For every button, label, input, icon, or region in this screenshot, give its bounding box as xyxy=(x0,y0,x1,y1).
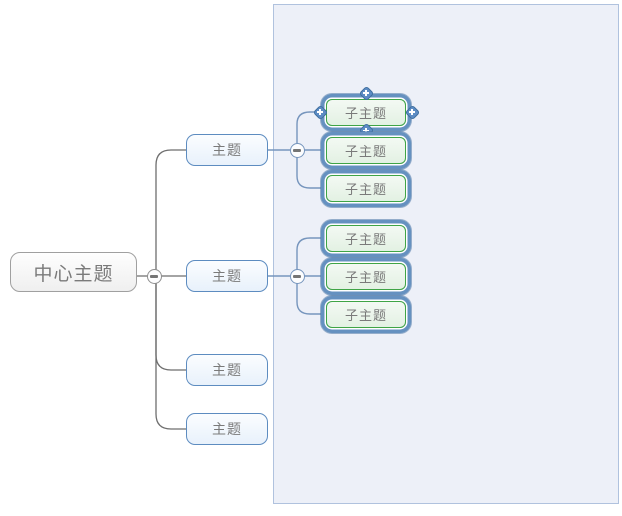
add-topic-handle-top[interactable] xyxy=(358,85,374,101)
topic-label: 主题 xyxy=(212,142,242,158)
subtopic-node-5[interactable]: 子主题 xyxy=(326,262,406,290)
topic-node-3[interactable]: 主题 xyxy=(186,354,268,386)
add-topic-handle-left[interactable] xyxy=(312,104,328,120)
central-topic-label: 中心主题 xyxy=(33,263,114,285)
add-topic-handle-right[interactable] xyxy=(404,104,420,120)
subtopic-label: 子主题 xyxy=(344,269,387,285)
subtopic-node-4[interactable]: 子主题 xyxy=(326,224,406,252)
collapse-button-root[interactable] xyxy=(146,268,162,284)
connector-root-topic1 xyxy=(155,149,186,276)
subtopic-label: 子主题 xyxy=(344,105,387,121)
topic-label: 主题 xyxy=(212,268,242,284)
collapse-button-topic2[interactable] xyxy=(289,268,305,284)
add-topic-handle-bottom[interactable] xyxy=(358,122,374,139)
topic-node-4[interactable]: 主题 xyxy=(186,413,268,445)
connector-root-topic3 xyxy=(155,276,186,371)
topic-label: 主题 xyxy=(212,421,242,437)
minus-icon xyxy=(293,274,301,278)
subtopic-label: 子主题 xyxy=(344,231,387,247)
subtopic-node-3[interactable]: 子主题 xyxy=(326,174,406,202)
subtopic-node-2[interactable]: 子主题 xyxy=(326,136,406,164)
selection-rectangle xyxy=(273,4,619,504)
topic-label: 主题 xyxy=(212,362,242,378)
minus-icon xyxy=(293,148,301,152)
subtopic-label: 子主题 xyxy=(344,307,387,323)
central-topic-node[interactable]: 中心主题 xyxy=(10,252,137,292)
subtopic-node-1[interactable]: 子主题 xyxy=(326,98,406,126)
topic-node-1[interactable]: 主题 xyxy=(186,134,268,166)
topic-node-2[interactable]: 主题 xyxy=(186,260,268,292)
collapse-button-topic1[interactable] xyxy=(289,142,305,158)
subtopic-label: 子主题 xyxy=(344,143,387,159)
minus-icon xyxy=(150,274,158,278)
connector-root-topic4 xyxy=(155,276,186,430)
subtopic-label: 子主题 xyxy=(344,181,387,197)
subtopic-node-6[interactable]: 子主题 xyxy=(326,300,406,328)
